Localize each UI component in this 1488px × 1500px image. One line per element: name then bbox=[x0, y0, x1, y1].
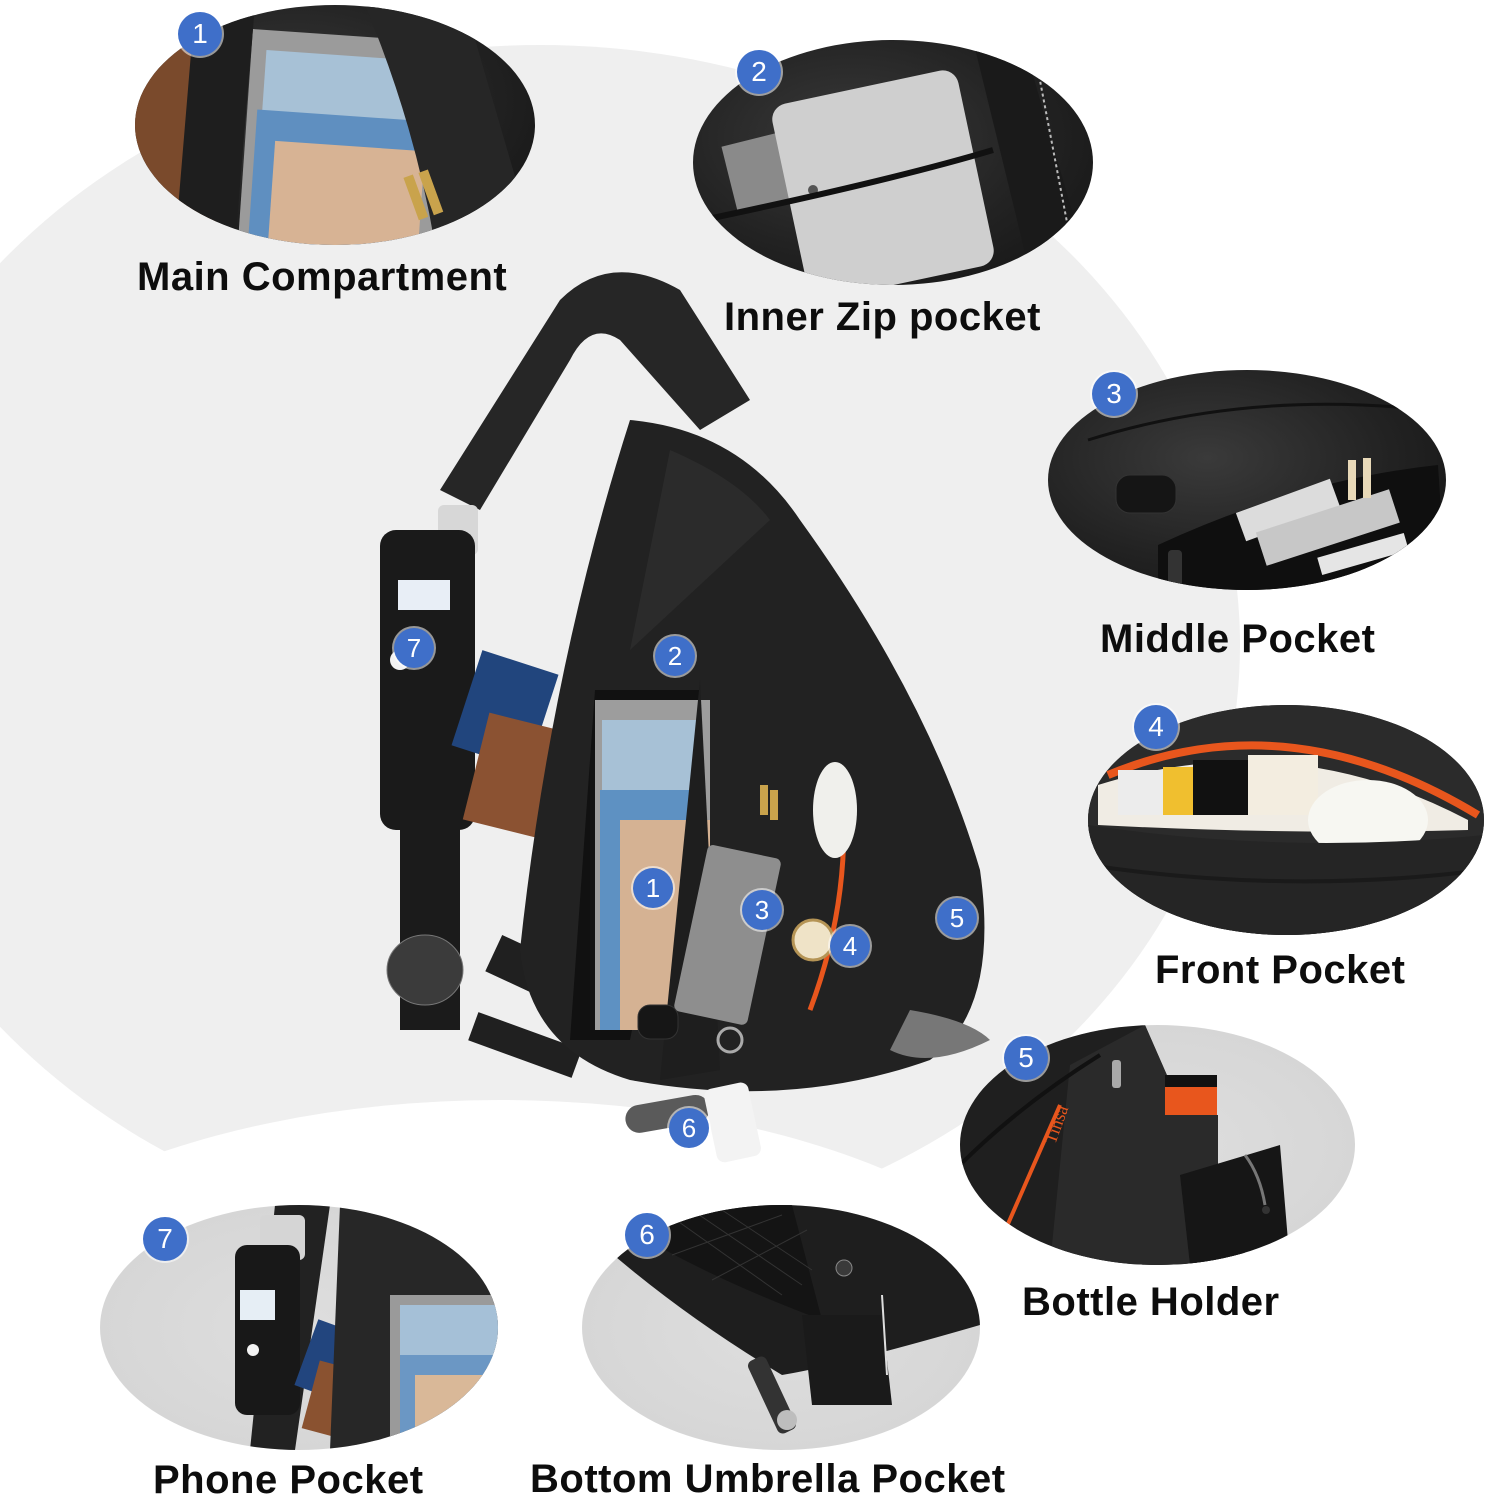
badge-1-main-compartment: 1 bbox=[178, 12, 222, 56]
badge-4-front-pocket: 4 bbox=[1134, 705, 1178, 749]
detail-bottom-umbrella-pocket-image bbox=[582, 1205, 980, 1450]
label-bottom-umbrella-pocket: Bottom Umbrella Pocket bbox=[530, 1457, 1006, 1500]
badge-7-phone-pocket: 7 bbox=[143, 1217, 187, 1261]
center-marker-6: 6 bbox=[669, 1108, 709, 1148]
sling-bag-product-image bbox=[370, 250, 1010, 1170]
center-marker-2: 2 bbox=[655, 636, 695, 676]
center-marker-5: 5 bbox=[937, 898, 977, 938]
label-inner-zip-pocket: Inner Zip pocket bbox=[724, 295, 1041, 339]
label-bottle-holder: Bottle Holder bbox=[1022, 1280, 1280, 1324]
inner-zip-pocket-illustration bbox=[702, 40, 1093, 285]
label-phone-pocket: Phone Pocket bbox=[153, 1458, 424, 1500]
label-middle-pocket: Middle Pocket bbox=[1100, 617, 1376, 661]
center-marker-3: 3 bbox=[742, 890, 782, 930]
bottle-holder-illustration: Tinsa bbox=[960, 1025, 1290, 1265]
center-marker-1: 1 bbox=[633, 868, 673, 908]
phone-pocket-illustration bbox=[235, 1205, 498, 1450]
center-marker-7: 7 bbox=[394, 628, 434, 668]
main-compartment-illustration bbox=[135, 5, 535, 245]
detail-phone-pocket-image bbox=[100, 1205, 498, 1450]
sling-bag-illustration bbox=[380, 272, 990, 1163]
badge-2-inner-zip-pocket: 2 bbox=[737, 50, 781, 94]
front-pocket-illustration bbox=[1088, 705, 1484, 935]
badge-3-middle-pocket: 3 bbox=[1092, 372, 1136, 416]
detail-main-compartment-image bbox=[135, 5, 535, 245]
label-main-compartment: Main Compartment bbox=[137, 255, 508, 299]
middle-pocket-illustration bbox=[1087, 402, 1446, 590]
center-marker-4: 4 bbox=[830, 926, 870, 966]
bottom-umbrella-pocket-illustration bbox=[602, 1205, 980, 1434]
label-front-pocket: Front Pocket bbox=[1155, 948, 1406, 992]
detail-bottle-holder-image: Tinsa bbox=[960, 1025, 1355, 1265]
badge-6-bottom-umbrella-pocket: 6 bbox=[625, 1213, 669, 1257]
detail-front-pocket-image bbox=[1088, 705, 1484, 935]
badge-5-bottle-holder: 5 bbox=[1004, 1036, 1048, 1080]
